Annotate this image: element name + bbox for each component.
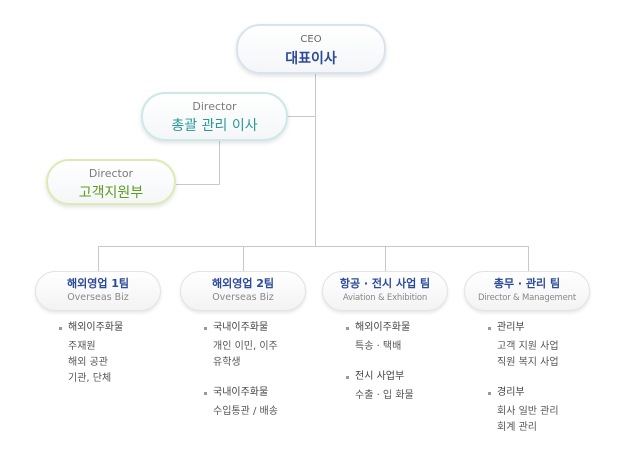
duty-heading: 국내이주화물 [204,320,278,336]
ceo-node: CEO 대표이사 [236,24,386,74]
duty-item: 유학생 [213,357,241,368]
duty-item: 특송 · 택배 [355,341,402,352]
team-duties-aviation: 해외이주화물 특송 · 택배 전시 사업부 수출 · 입 화물 [346,320,414,404]
duty-item: 개인 이민, 이주 [213,341,278,352]
duty-item: 기관, 단체 [68,373,112,384]
team-duties-overseas-2: 국내이주화물 개인 이민, 이주 유학생 국내이주화물 수입통관 / 배송 [204,320,278,420]
duty-heading: 경리부 [488,385,559,401]
duty-item: 해외 공관 [68,357,108,368]
customer-support-title-en: Director [88,167,134,180]
team-name: 해외영업 2팀 [211,277,275,290]
team-node-management: 총무 · 관리 팀 Director & Management [464,271,590,311]
team-name-en: Overseas Biz [67,292,129,303]
duty-item: 고객 지원 사업 [497,341,559,352]
team-name-en: Director & Management [478,293,576,303]
customer-support-node: Director 고객지원부 [46,159,176,205]
duty-item: 수출 · 입 화물 [355,390,414,401]
duty-item: 수입통관 / 배송 [213,406,278,417]
duty-item: 회계 관리 [497,422,537,433]
team-duties-overseas-1: 해외이주화물 주재원 해외 공관 기관, 단체 [59,320,123,387]
duty-item: 직원 복지 사업 [497,357,559,368]
team-name: 항공 · 전시 사업 팀 [339,277,431,290]
ceo-title: 대표이사 [285,51,337,67]
team-name-en: Overseas Biz [212,292,274,303]
team-name-en: Aviation & Exhibition [342,293,428,303]
duty-heading: 전시 사업부 [346,369,414,385]
customer-support-title: 고객지원부 [78,185,144,201]
duty-heading: 관리부 [488,320,559,336]
team-node-overseas-1: 해외영업 1팀 Overseas Biz [35,271,161,311]
duty-item: 주재원 [68,341,96,352]
general-director-node: Director 총괄 관리 이사 [141,92,288,141]
duty-heading: 국내이주화물 [204,385,278,401]
general-director-title: 총괄 관리 이사 [171,118,258,134]
team-name: 해외영업 1팀 [66,277,130,290]
duty-heading: 해외이주화물 [346,320,414,336]
team-name: 총무 · 관리 팀 [493,277,561,290]
team-node-overseas-2: 해외영업 2팀 Overseas Biz [180,271,306,311]
team-duties-management: 관리부 고객 지원 사업 직원 복지 사업 경리부 회사 일반 관리 회계 관리 [488,320,559,436]
duty-heading: 해외이주화물 [59,320,123,336]
team-node-aviation: 항공 · 전시 사업 팀 Aviation & Exhibition [322,271,448,311]
duty-item: 회사 일반 관리 [497,406,559,417]
general-director-title-en: Director [192,100,237,113]
ceo-title-en: CEO [300,34,322,45]
